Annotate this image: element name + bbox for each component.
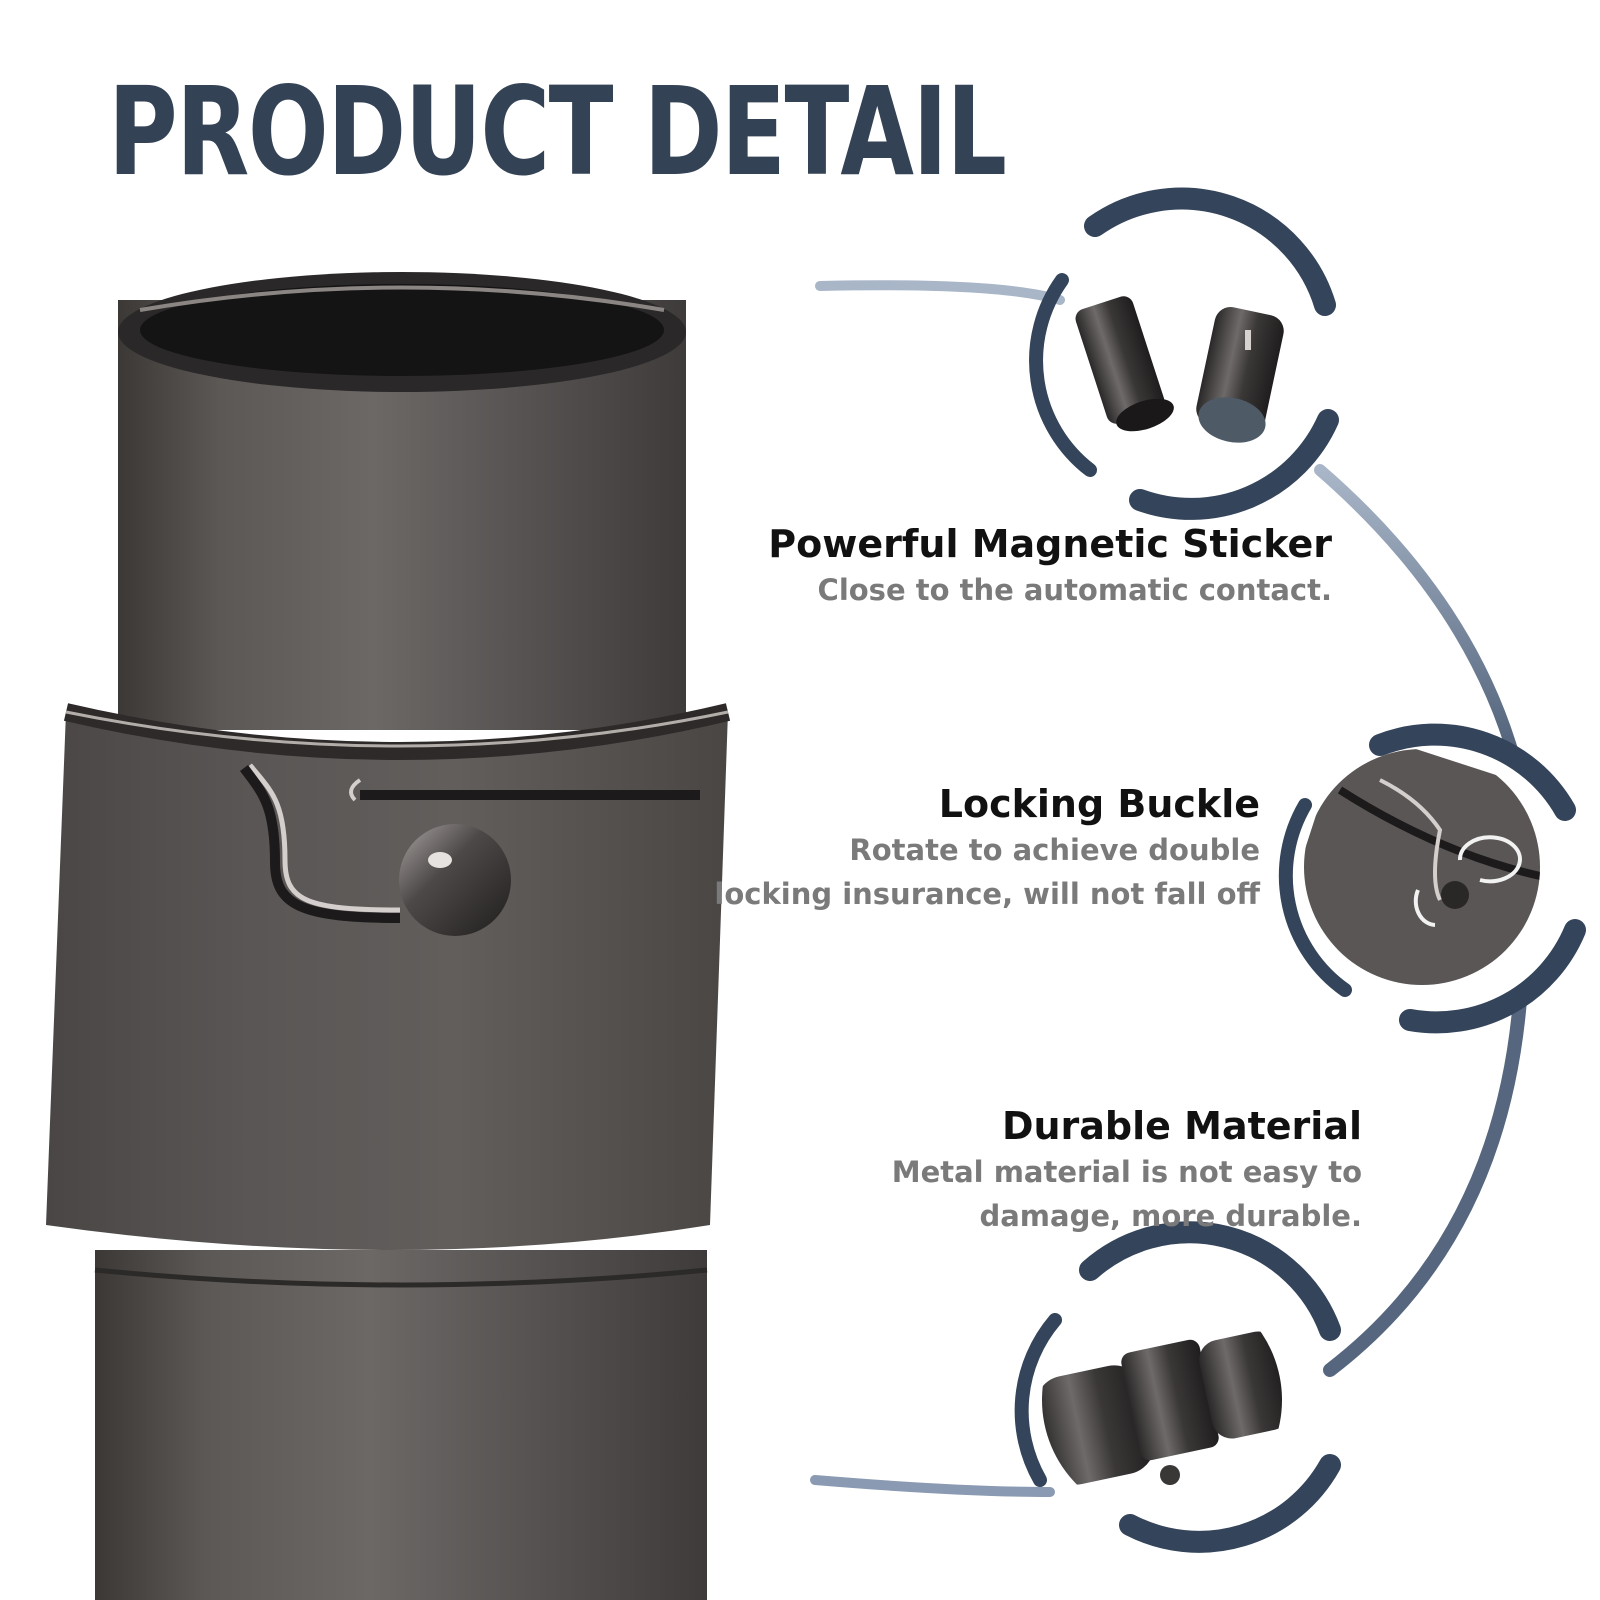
feature-durable-material: Durable Material Metal material is not e… — [892, 1102, 1362, 1238]
feature-title: Powerful Magnetic Sticker — [768, 522, 1332, 566]
feature-description: Close to the automatic contact. — [817, 573, 1332, 607]
metal-clasp-icon — [1042, 1331, 1282, 1485]
locking-collar — [46, 703, 731, 1250]
magnet-clasp-icon — [1075, 296, 1284, 443]
page-title: PRODUCT DETAIL — [108, 61, 1007, 203]
main-tube — [94, 272, 708, 1600]
feature-locking-buckle: Locking Buckle Rotate to achieve double … — [714, 780, 1260, 916]
feature-ring-1 — [1029, 187, 1339, 520]
connector-arc — [815, 280, 1065, 305]
feature-description: Rotate to achieve double — [849, 833, 1260, 867]
feature-description: damage, more durable. — [979, 1199, 1362, 1233]
feature-title: Durable Material — [1001, 1104, 1362, 1148]
feature-ring-3 — [1014, 1221, 1341, 1553]
connector-arc — [1314, 464, 1521, 766]
feature-description: locking insurance, will not fall off — [714, 877, 1260, 911]
feature-magnetic-sticker: Powerful Magnetic Sticker Close to the a… — [768, 520, 1332, 612]
feature-description: Metal material is not easy to — [891, 1155, 1362, 1189]
connector-arc — [1323, 993, 1527, 1377]
feature-ring-2 — [1278, 723, 1586, 1034]
feature-title: Locking Buckle — [938, 782, 1260, 826]
connector-arc — [810, 1475, 1055, 1497]
